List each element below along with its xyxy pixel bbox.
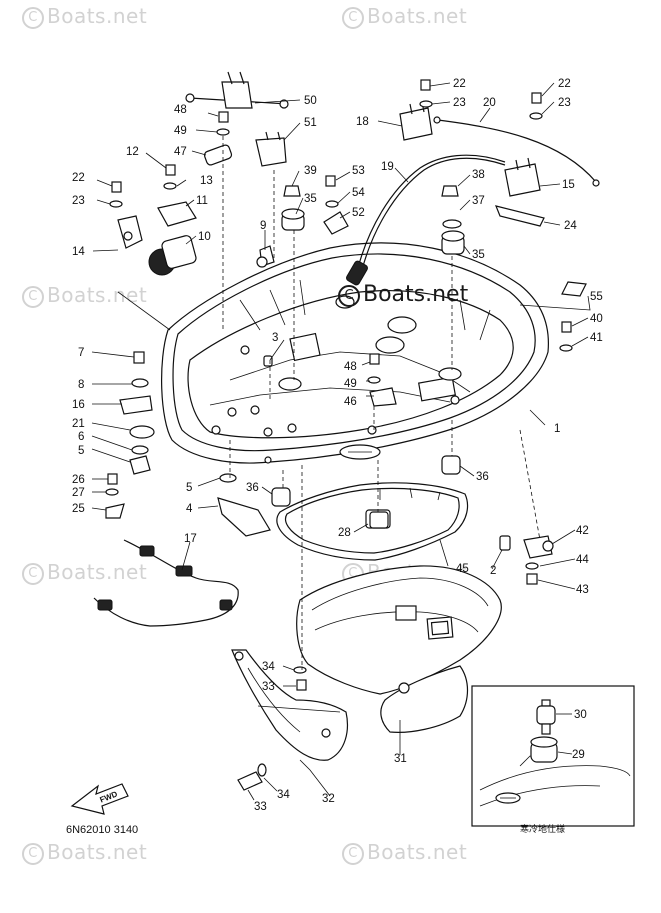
part-label: 36	[476, 471, 489, 483]
part-label: 36	[246, 482, 259, 494]
part-label: 49	[174, 125, 187, 137]
inset-box	[471, 685, 635, 827]
part-label: 21	[72, 418, 85, 430]
part-label: 15	[562, 179, 575, 191]
part-label: 43	[576, 584, 589, 596]
inset-caption: 寒冷地仕様	[520, 825, 566, 835]
part-label: 5	[78, 445, 84, 457]
leader-lines	[91, 82, 591, 801]
part-label: 49	[344, 378, 357, 390]
part-label: 20	[483, 97, 496, 109]
diagram-code: 6N62010 3140	[66, 824, 139, 836]
part-label: 12	[126, 146, 139, 158]
part-label: 48	[344, 361, 357, 373]
part-label: 35	[304, 193, 317, 205]
part-label: 54	[352, 187, 365, 199]
part-label: 27	[72, 487, 85, 499]
part-label: 45	[456, 563, 469, 575]
part-label: 35	[472, 249, 485, 261]
part-label: 29	[572, 749, 585, 761]
bottom-cowling-part-1	[161, 154, 549, 464]
part-label: 50	[304, 95, 317, 107]
part-label: 4	[186, 503, 193, 515]
part-label: 7	[78, 347, 84, 359]
part-label: 22	[72, 172, 85, 184]
part-label: 26	[72, 474, 85, 486]
part-label: 25	[72, 503, 85, 515]
part-label: 55	[590, 291, 603, 303]
part-label: 23	[558, 97, 571, 109]
part-label: 6	[78, 431, 84, 443]
part-label: 9	[260, 220, 266, 232]
part-label: 30	[574, 709, 587, 721]
part-label: 52	[352, 207, 365, 219]
part-label: 23	[72, 195, 85, 207]
part-label: 33	[262, 681, 275, 693]
part-label: 47	[174, 146, 187, 158]
part-label: 1	[554, 423, 560, 435]
part-label: 38	[472, 169, 485, 181]
part-label: 48	[174, 104, 187, 116]
part-label: 5	[186, 482, 192, 494]
fwd-arrow-icon: FWD	[70, 783, 129, 815]
part-label: 3	[272, 332, 278, 344]
part-label: 8	[78, 379, 84, 391]
part-label: 34	[277, 789, 290, 801]
part-number-labels: 1 2 3 4 5 5 6 7 8 9 10 11 12 13 14 15 16…	[72, 78, 603, 813]
part-label: 44	[576, 554, 589, 566]
part-label: 39	[304, 165, 317, 177]
part-label: 10	[198, 231, 211, 243]
part-label: 37	[472, 195, 485, 207]
lower-cover-part-31	[296, 565, 502, 733]
part-label: 32	[322, 793, 335, 805]
part-label: 13	[200, 175, 213, 187]
part-label: 18	[356, 116, 369, 128]
part-label: 41	[590, 332, 603, 344]
part-label: 11	[196, 195, 208, 207]
part-label: 2	[490, 565, 496, 577]
part-label: 23	[453, 97, 466, 109]
part-label: 53	[352, 165, 365, 177]
part-label: 22	[453, 78, 466, 90]
part-label: 42	[576, 525, 589, 537]
side-panel-part-32	[231, 649, 349, 761]
part-label: 34	[262, 661, 275, 673]
part-label: 19	[381, 161, 394, 173]
part-label: 40	[590, 313, 603, 325]
small-parts	[93, 71, 600, 791]
part-label: 14	[72, 246, 85, 258]
part-label: 28	[338, 527, 351, 539]
part-label: 46	[344, 396, 357, 408]
part-label: 16	[72, 399, 85, 411]
part-label: 17	[184, 533, 197, 545]
part-label: 24	[564, 220, 577, 232]
part-label: 22	[558, 78, 571, 90]
part-label: 51	[304, 117, 317, 129]
part-label: 31	[394, 753, 407, 765]
part-label: 33	[254, 801, 267, 813]
